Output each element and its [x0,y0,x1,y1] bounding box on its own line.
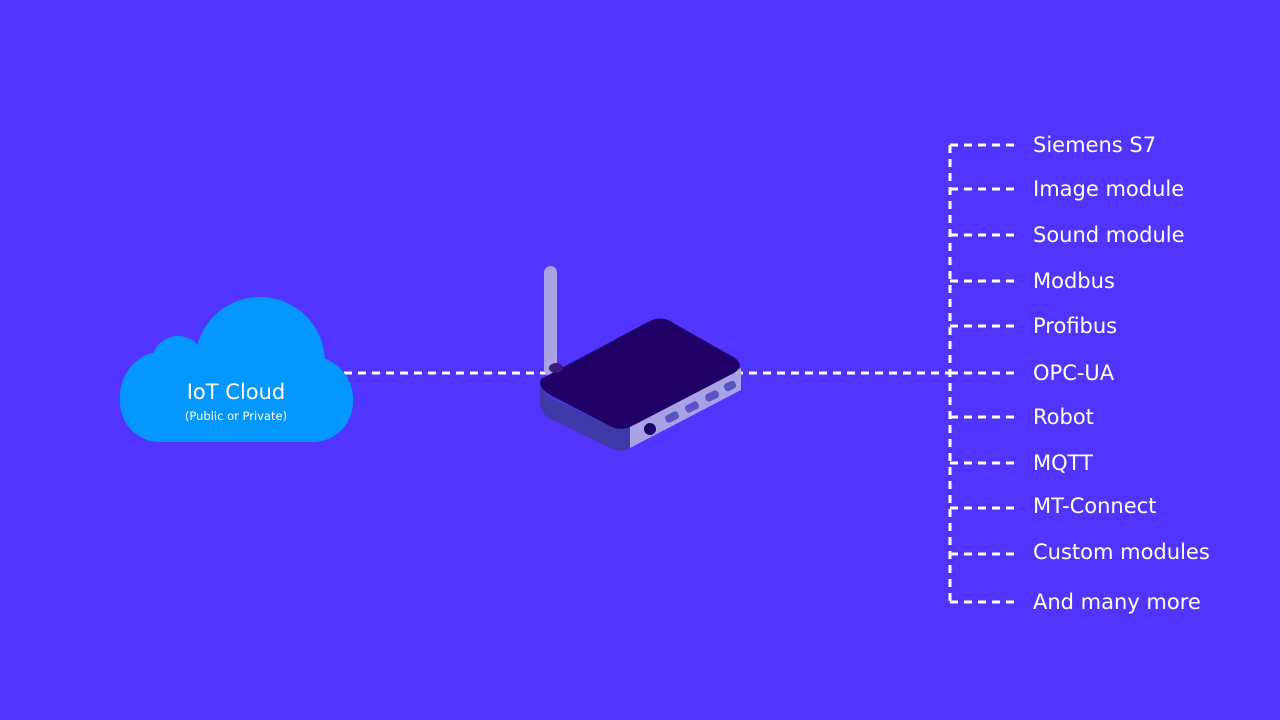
protocol-label: MQTT [1033,451,1093,475]
protocol-label: Image module [1033,177,1184,201]
cloud-subtitle: (Public or Private) [185,409,287,423]
cloud-title: IoT Cloud [187,380,286,404]
protocol-item: MT-Connect [950,494,1156,518]
port-icon [704,390,720,402]
protocol-item: Siemens S7 [950,133,1156,157]
protocol-label: And many more [1033,590,1201,614]
port-icon [664,411,680,423]
antenna-base [549,363,563,373]
cloud-icon: IoT Cloud (Public or Private) [120,297,353,442]
protocol-item: MQTT [950,451,1093,475]
protocol-item: And many more [950,590,1201,614]
protocol-label: Sound module [1033,223,1185,247]
gateway-ports [644,380,737,435]
protocol-label: Robot [1033,405,1094,429]
antenna-icon [544,266,557,376]
protocol-item: OPC-UA [950,361,1115,385]
power-port-icon [644,423,656,435]
protocol-item: Custom modules [950,540,1210,564]
protocol-label: MT-Connect [1033,494,1156,518]
protocol-item: Image module [950,177,1184,201]
protocol-label: Siemens S7 [1033,133,1156,157]
protocol-label: Profibus [1033,314,1117,338]
protocol-item: Profibus [950,314,1117,338]
router-gateway-icon [540,266,741,451]
protocol-label: OPC-UA [1033,361,1115,385]
protocol-item: Robot [950,405,1094,429]
protocol-label: Modbus [1033,269,1115,293]
port-icon [684,401,700,413]
protocol-list: Siemens S7 Image module Sound module Mod… [950,133,1210,614]
port-icon [723,380,737,392]
protocol-item: Modbus [950,269,1115,293]
protocol-label: Custom modules [1033,540,1210,564]
protocol-item: Sound module [950,223,1185,247]
